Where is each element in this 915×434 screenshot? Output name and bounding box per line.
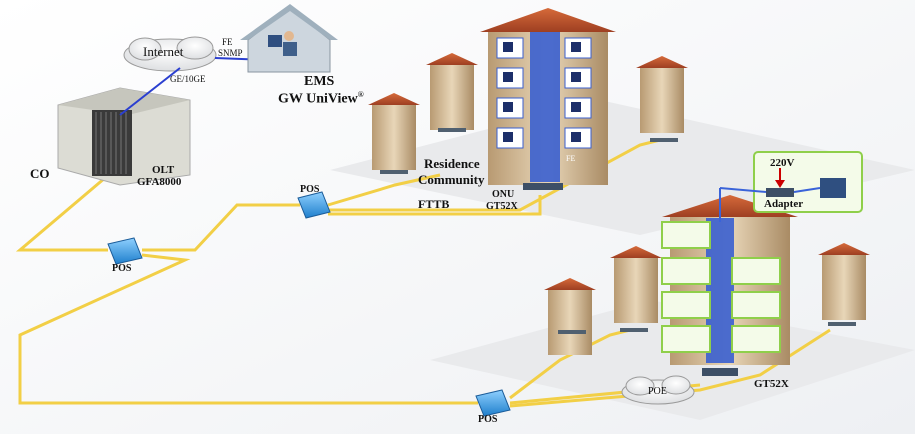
pos-bottom-label: POS [478,414,498,425]
fttb-label: FTTB [418,197,450,211]
gt52x-onu-label: GT52X [486,201,518,212]
olt-label: OLT [152,164,175,176]
co-building [57,87,191,186]
220v-label: 220V [770,157,795,169]
internet-olt-link [119,67,181,116]
pos-splitter-left [107,237,143,265]
small-tower-6 [818,243,870,326]
fe-label: FE [222,37,233,47]
small-tower-4 [544,278,596,355]
small-tower-3 [636,56,688,142]
onu-label: ONU [492,189,515,200]
residence-building-lower [661,195,798,376]
onu-gt52x-device [523,183,563,190]
ems-house [240,4,338,73]
pos-splitter-top [297,191,331,219]
residence-label: Residence [424,156,480,171]
small-tower-5 [610,246,662,332]
poe-label: POE [648,386,667,397]
snmp-label: SNMP [218,48,243,58]
community-label: Community [418,172,485,187]
pos-top-label: POS [300,184,320,195]
ems-label: EMS [304,74,335,89]
internet-label: Internet [143,44,184,59]
co-label: CO [30,166,50,181]
ge-10ge-label: GE/10GE [170,74,206,84]
internet-cloud [123,36,217,72]
small-tower-1 [368,93,420,174]
small-tower-2 [426,53,478,132]
adapter-label: Adapter [764,198,804,210]
residence-building-upper [480,8,616,190]
poe-cloud [621,375,695,405]
adapter-panel [753,151,863,213]
pos-splitter-bottom [475,389,511,417]
gfa8000-label: GFA8000 [137,176,182,188]
gw-uniview-label: GW UniView® [278,90,364,107]
gt52x-device [702,368,738,376]
fe-building-label: FE [566,154,576,163]
pos-left-label: POS [112,263,132,274]
gt52x-bottom-label: GT52X [754,378,789,390]
